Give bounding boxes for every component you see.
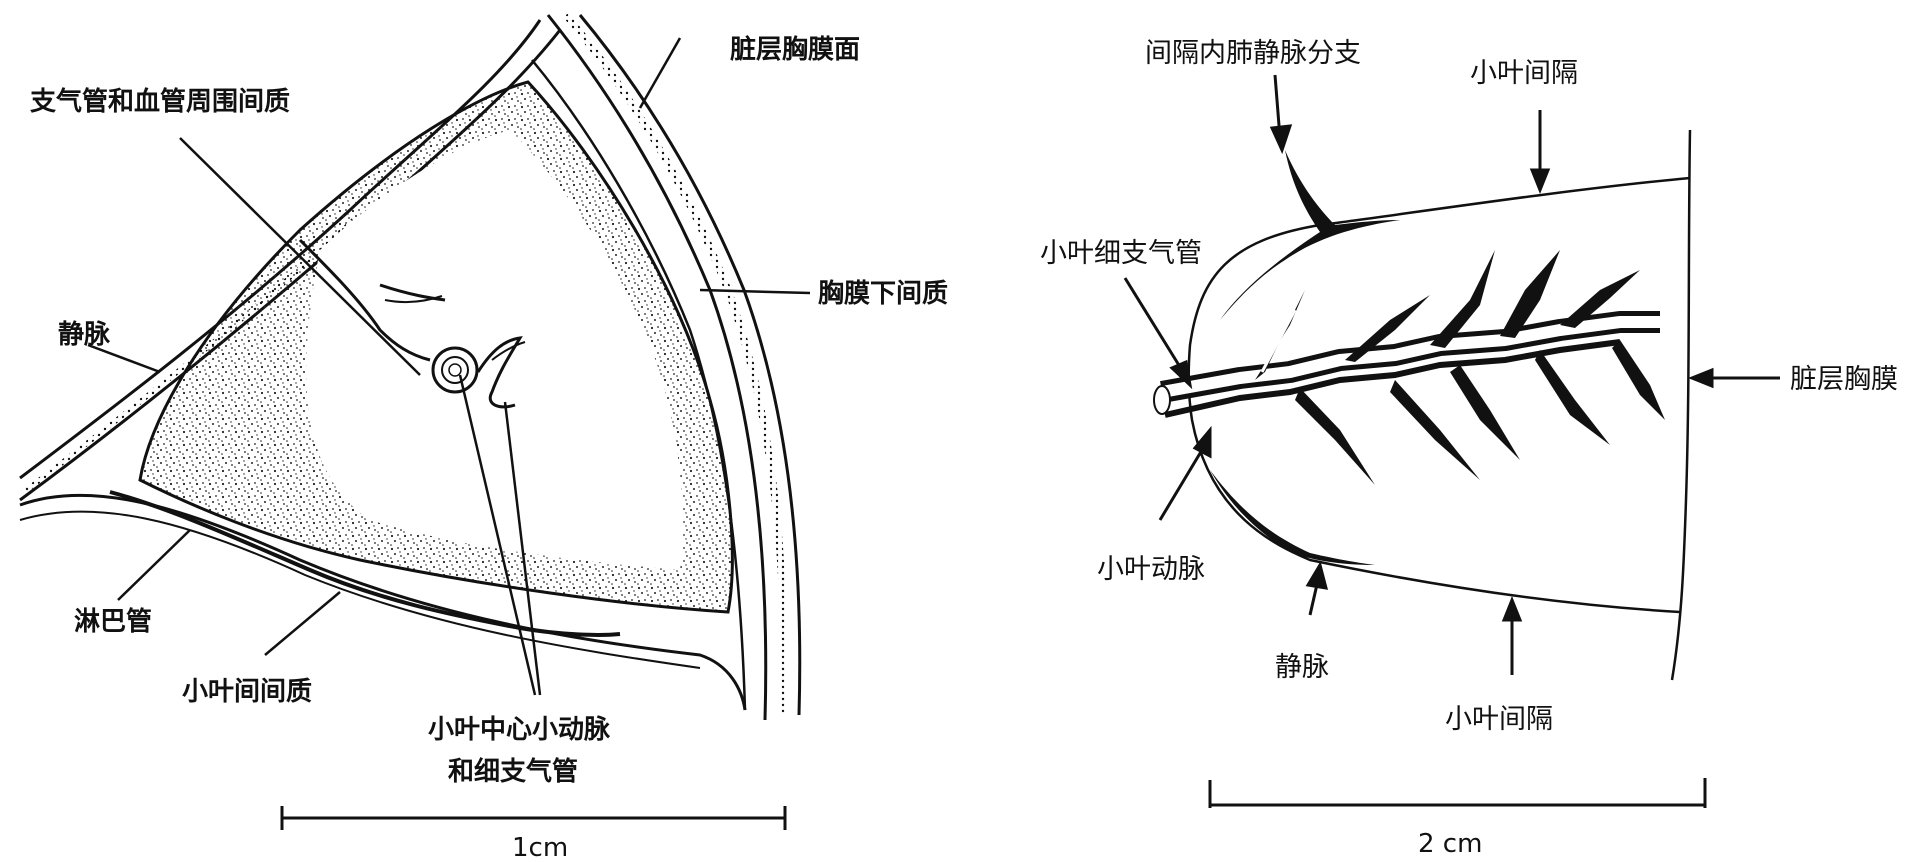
label-subpleural-interstitium: 胸膜下间质: [818, 279, 948, 309]
label-centrilobular-line2: 和细支气管: [448, 756, 578, 787]
label-interlobular-septum-top: 小叶间隔: [1470, 58, 1578, 89]
label-vein-right: 静脉: [1275, 652, 1329, 683]
label-centrilobular-line1: 小叶中心小动脉: [428, 715, 611, 745]
label-interlobular-interstitium: 小叶间间质: [182, 677, 312, 707]
label-septal-vein-branch: 间隔内肺静脉分支: [1145, 38, 1361, 69]
label-interlobular-septum-bottom: 小叶间隔: [1445, 704, 1553, 735]
left-lobule-diagram: 脏层胸膜面 支气管和血管周围间质 胸膜下间质 静脉 淋巴管 小叶间间质 小叶中心…: [20, 15, 948, 862]
label-lobular-artery: 小叶动脉: [1097, 554, 1205, 585]
right-septal-vein-bottom: [1210, 470, 1375, 565]
right-lobule-diagram: 间隔内肺静脉分支 小叶间隔 小叶细支气管 脏层胸膜 小叶动脉 静脉 小叶间隔 2…: [1040, 38, 1898, 859]
label-vein-left: 静脉: [58, 319, 111, 350]
left-scale-bar: [282, 806, 785, 830]
right-scale-bar: [1210, 778, 1705, 808]
right-scale-label: 2 cm: [1418, 829, 1482, 859]
label-peribronchovascular-interstitium: 支气管和血管周围间质: [30, 86, 290, 117]
right-septal-vein-top: [1220, 150, 1400, 320]
label-visceral-pleura-surface: 脏层胸膜面: [730, 34, 860, 65]
label-lobular-bronchiole: 小叶细支气管: [1040, 238, 1202, 269]
right-visceral-pleura: [1672, 130, 1690, 680]
left-scale-label: 1cm: [512, 833, 568, 862]
label-visceral-pleura: 脏层胸膜: [1790, 364, 1898, 395]
label-lymphatic: 淋巴管: [74, 607, 152, 637]
